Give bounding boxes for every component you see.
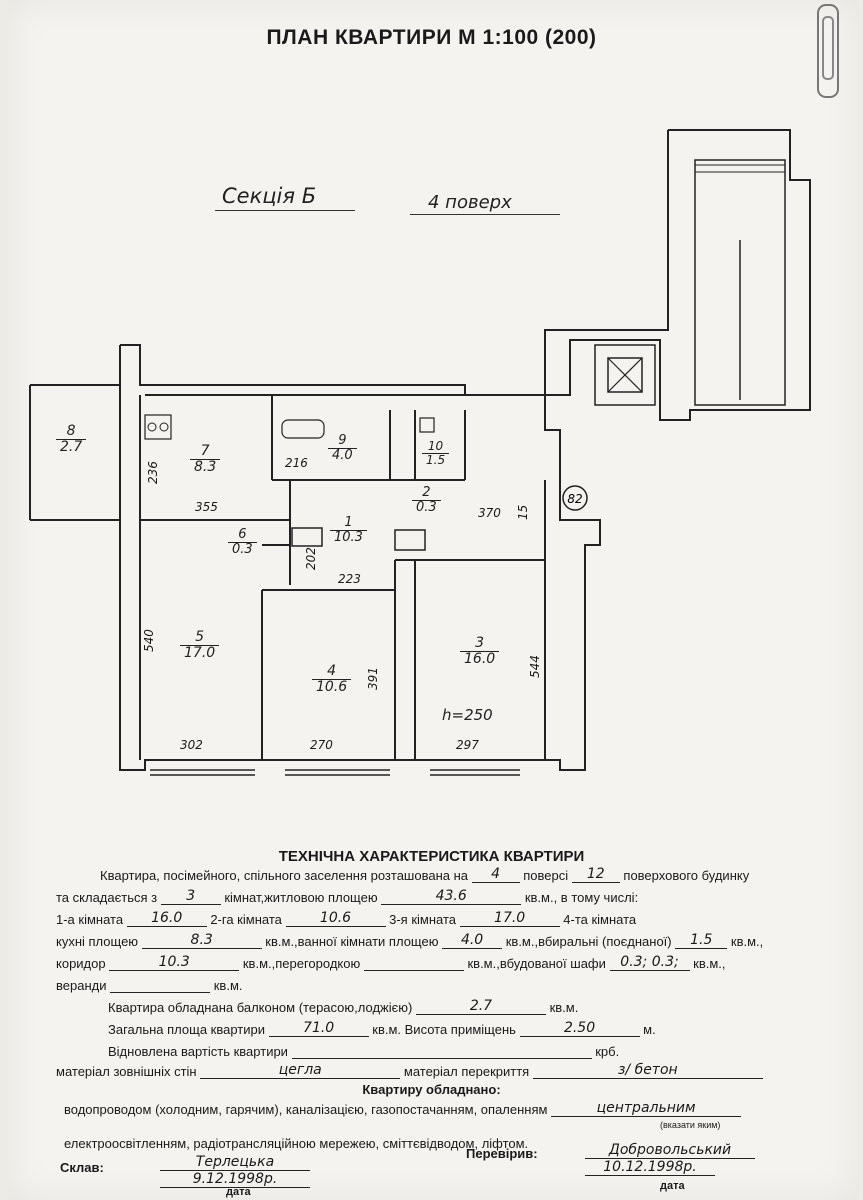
- compiled-signature: Терлецька 9.12.1998р.: [160, 1154, 310, 1188]
- spec-row-2: та складається з 3 кімнат,житловою площе…: [56, 888, 639, 905]
- section-underline: [215, 210, 355, 211]
- page-title: ПЛАН КВАРТИРИ М 1:100 (200): [266, 26, 597, 49]
- dim-216: 216: [285, 456, 308, 470]
- spec-row-11: водопроводом (холодним, гарячим), каналі…: [64, 1100, 742, 1117]
- dim-540: 540: [142, 629, 156, 652]
- floor-label: 4 поверх: [428, 192, 512, 213]
- compiled-date-label: дата: [226, 1186, 251, 1198]
- apartment-number: 82: [567, 492, 582, 506]
- spec-row-7: Квартира обладнана балконом (терасою,лод…: [108, 998, 579, 1015]
- spec-title: ТЕХНІЧНА ХАРАКТЕРИСТИКА КВАРТИРИ: [278, 848, 585, 865]
- floor-underline: [410, 214, 560, 215]
- dim-544: 544: [528, 655, 542, 678]
- spec-row-5: коридор 10.3 кв.м.,перегородкою кв.м.,вб…: [56, 954, 726, 971]
- dim-15: 15: [516, 504, 530, 520]
- checked-label: Перевірив:: [466, 1146, 538, 1161]
- document-sheet: [8, 0, 858, 1200]
- dim-370: 370: [478, 506, 501, 520]
- spec-row-10: матеріал зовнішніх стін цегла матеріал п…: [56, 1062, 763, 1079]
- spec-row-9: Відновлена вартість квартири крб.: [108, 1044, 620, 1059]
- rooms-count-value: 3: [160, 888, 221, 905]
- dim-355: 355: [195, 500, 218, 514]
- section-label: Секція Б: [222, 184, 317, 208]
- checked-date-label: дата: [660, 1180, 685, 1192]
- floor-plan: 82: [29, 129, 811, 776]
- paperclip: [817, 4, 839, 98]
- spec-row-3: 1-а кімната 16.0 2-га кімната 10.6 3-я к…: [56, 910, 637, 927]
- specify-note: (вказати яким): [660, 1120, 721, 1130]
- dim-391: 391: [366, 667, 380, 690]
- spec-row-6: веранди кв.м.: [56, 978, 243, 993]
- dim-302: 302: [180, 738, 203, 752]
- spec-row-8: Загальна площа квартири 71.0 кв.м. Висот…: [108, 1020, 656, 1037]
- dim-236: 236: [146, 461, 160, 484]
- dim-270: 270: [310, 738, 333, 752]
- checked-signature: Добровольський 10.12.1998р.: [585, 1142, 755, 1176]
- spec-row-12: електроосвітленням, радіотрансляційною м…: [64, 1136, 529, 1151]
- dim-223: 223: [338, 572, 361, 586]
- spec-row-4: кухні площею 8.3 кв.м.,ванної кімнати пл…: [56, 932, 764, 949]
- spec-row-1: Квартира, посімейного, спільного заселен…: [100, 866, 750, 883]
- floors-total-value: 12: [571, 866, 620, 883]
- ceiling-height: h=250: [442, 706, 493, 724]
- compiled-label: Склав:: [60, 1160, 104, 1175]
- dim-297: 297: [456, 738, 479, 752]
- living-area-value: 43.6: [381, 888, 522, 905]
- floor-value: 4: [471, 866, 520, 883]
- dim-202: 202: [304, 547, 318, 570]
- equipped-heading: Квартиру обладнано:: [362, 1082, 501, 1097]
